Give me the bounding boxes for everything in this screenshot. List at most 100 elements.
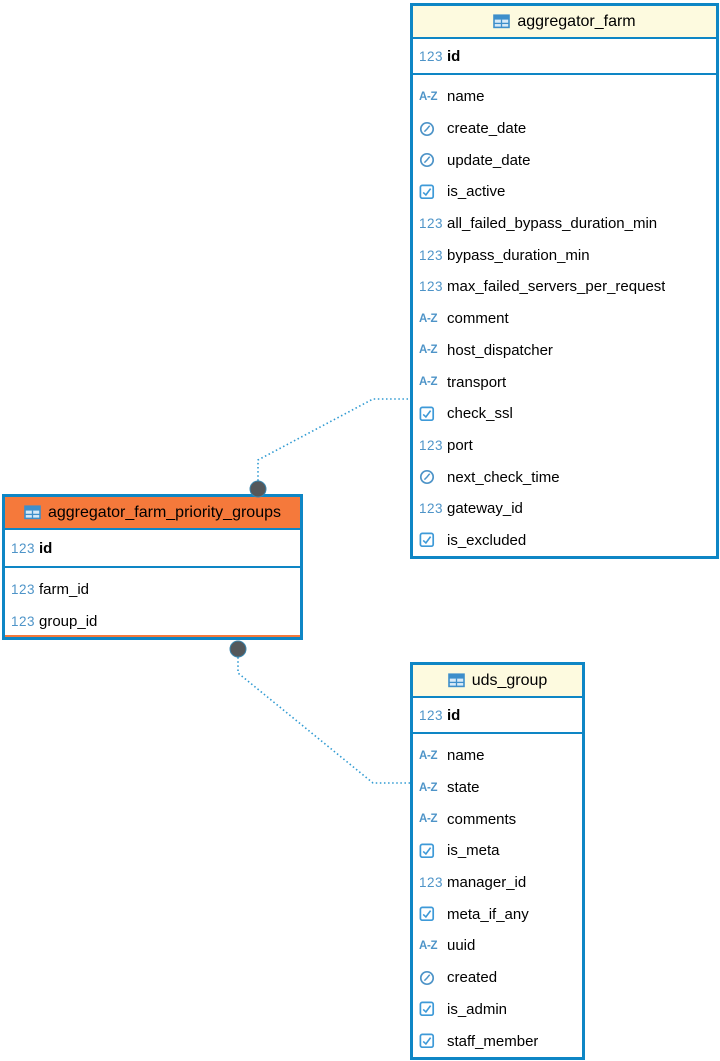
column-name: name [447, 88, 485, 106]
numeric-type-icon: 123 [419, 875, 444, 891]
column-name: check_ssl [447, 405, 513, 423]
column-name: id [447, 47, 461, 65]
column-name: id [447, 706, 461, 724]
numeric-type-icon: 123 [419, 216, 444, 232]
column-name: comment [447, 310, 509, 328]
column-name: is_admin [447, 1000, 508, 1018]
column-row[interactable]: is_admin [413, 994, 582, 1026]
datetime-type-icon [419, 152, 447, 168]
column-row[interactable]: 123 id [5, 530, 300, 566]
relationship-endpoint-dot[interactable] [229, 640, 247, 658]
boolean-type-icon [419, 1001, 447, 1017]
column-name: transport [447, 373, 507, 391]
table-aggregator-farm-priority-groups[interactable]: aggregator_farm_priority_groups 123 id 1… [2, 494, 303, 641]
column-name: all_failed_bypass_duration_min [447, 215, 658, 233]
column-row[interactable]: is_active [413, 176, 716, 208]
column-row[interactable]: 123 group_id [5, 606, 300, 638]
column-row[interactable]: A-Z state [413, 772, 582, 804]
column-row[interactable]: A-Z name [413, 740, 582, 772]
text-type-icon: A-Z [419, 749, 438, 762]
numeric-type-icon: 123 [11, 614, 36, 630]
text-type-icon: A-Z [419, 90, 438, 103]
relationship-line-priority-groups-to-uds-group[interactable] [229, 640, 410, 784]
boolean-type-icon [419, 184, 447, 200]
column-row[interactable]: 123 all_failed_bypass_duration_min [413, 208, 716, 240]
table-icon [447, 673, 465, 688]
primary-key-section: 123 id [413, 39, 716, 75]
column-row[interactable]: check_ssl [413, 398, 716, 430]
column-row[interactable]: is_excluded [413, 525, 716, 557]
column-row[interactable]: A-Z name [413, 81, 716, 113]
column-name: manager_id [447, 874, 527, 892]
columns-section: 123 farm_id 123 group_id [5, 568, 300, 637]
columns-section: A-Z name create_date update_date is_acti… [413, 75, 716, 556]
numeric-type-icon: 123 [419, 279, 444, 295]
table-header[interactable]: aggregator_farm [413, 6, 716, 39]
relationship-line-priority-groups-to-aggregator-farm[interactable] [249, 398, 410, 498]
text-type-icon: A-Z [419, 939, 438, 952]
numeric-type-icon: 123 [11, 582, 36, 598]
column-row[interactable]: meta_if_any [413, 898, 582, 930]
boolean-type-icon [419, 843, 447, 859]
column-row[interactable]: create_date [413, 113, 716, 145]
column-row[interactable]: A-Z comment [413, 303, 716, 335]
column-name: state [447, 779, 480, 797]
table-header[interactable]: aggregator_farm_priority_groups [5, 497, 300, 530]
column-row[interactable]: next_check_time [413, 461, 716, 493]
column-name: is_meta [447, 842, 500, 860]
column-row[interactable]: 123 id [413, 39, 716, 73]
column-row[interactable]: A-Z transport [413, 366, 716, 398]
text-type-icon: A-Z [419, 312, 438, 325]
column-row[interactable]: is_meta [413, 835, 582, 867]
column-row[interactable]: 123 id [413, 698, 582, 732]
boolean-type-icon [419, 906, 447, 922]
text-type-icon: A-Z [419, 781, 438, 794]
primary-key-section: 123 id [413, 698, 582, 734]
column-row[interactable]: 123 bypass_duration_min [413, 239, 716, 271]
boolean-type-icon [419, 1033, 447, 1049]
text-type-icon: A-Z [419, 376, 438, 389]
column-name: port [447, 436, 473, 454]
column-row[interactable]: A-Z host_dispatcher [413, 335, 716, 367]
columns-section: A-Z name A-Z state A-Z comments is_meta … [413, 734, 582, 1057]
numeric-type-icon: 123 [419, 48, 444, 64]
table-name: aggregator_farm [517, 12, 636, 30]
column-name: gateway_id [447, 500, 523, 518]
column-name: update_date [447, 151, 531, 169]
column-name: id [39, 539, 53, 557]
column-name: comments [447, 810, 517, 828]
column-row[interactable]: update_date [413, 144, 716, 176]
numeric-type-icon: 123 [11, 540, 36, 556]
boolean-type-icon [419, 406, 447, 422]
column-name: host_dispatcher [447, 341, 553, 359]
column-row[interactable]: 123 port [413, 430, 716, 462]
table-aggregator-farm[interactable]: aggregator_farm 123 id A-Z name create_d… [410, 3, 719, 560]
column-row[interactable]: A-Z uuid [413, 930, 582, 962]
column-row[interactable]: 123 max_failed_servers_per_request [413, 271, 716, 303]
numeric-type-icon: 123 [419, 707, 444, 723]
column-row[interactable]: A-Z comments [413, 803, 582, 835]
datetime-type-icon [419, 121, 447, 137]
column-name: name [447, 747, 485, 765]
column-name: is_excluded [447, 531, 527, 549]
table-header[interactable]: uds_group [413, 665, 582, 698]
column-name: meta_if_any [447, 905, 529, 923]
table-uds-group[interactable]: uds_group 123 id A-Z name A-Z state A-Z … [410, 662, 585, 1060]
column-name: next_check_time [447, 468, 560, 486]
datetime-type-icon [419, 970, 447, 986]
column-row[interactable]: staff_member [413, 1025, 582, 1057]
column-name: group_id [39, 613, 98, 631]
column-name: create_date [447, 120, 527, 138]
column-row[interactable]: 123 manager_id [413, 867, 582, 899]
column-name: uuid [447, 937, 476, 955]
column-row[interactable]: 123 gateway_id [413, 493, 716, 525]
column-name: staff_member [447, 1032, 539, 1050]
boolean-type-icon [419, 532, 447, 548]
column-row[interactable]: 123 farm_id [5, 574, 300, 606]
text-type-icon: A-Z [419, 344, 438, 357]
column-name: farm_id [39, 581, 90, 599]
numeric-type-icon: 123 [419, 501, 444, 517]
column-row[interactable]: created [413, 962, 582, 994]
numeric-type-icon: 123 [419, 247, 444, 263]
